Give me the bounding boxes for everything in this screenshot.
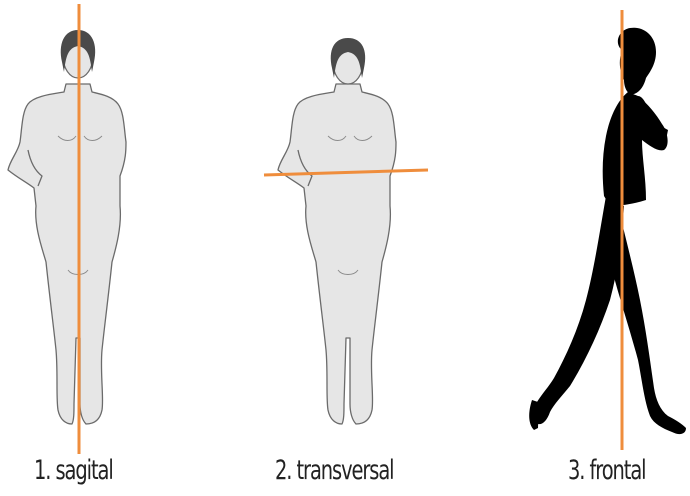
caption-transversal: 2. transversal (275, 455, 393, 486)
body-front-illustration (0, 0, 160, 496)
figure-sagital (0, 0, 160, 496)
figure-frontal (510, 0, 690, 496)
body-front-illustration (240, 0, 440, 496)
caption-frontal: 3. frontal (568, 455, 645, 486)
walking-silhouette (510, 0, 690, 496)
figure-transversal (240, 0, 440, 496)
caption-sagital: 1. sagital (34, 455, 113, 486)
